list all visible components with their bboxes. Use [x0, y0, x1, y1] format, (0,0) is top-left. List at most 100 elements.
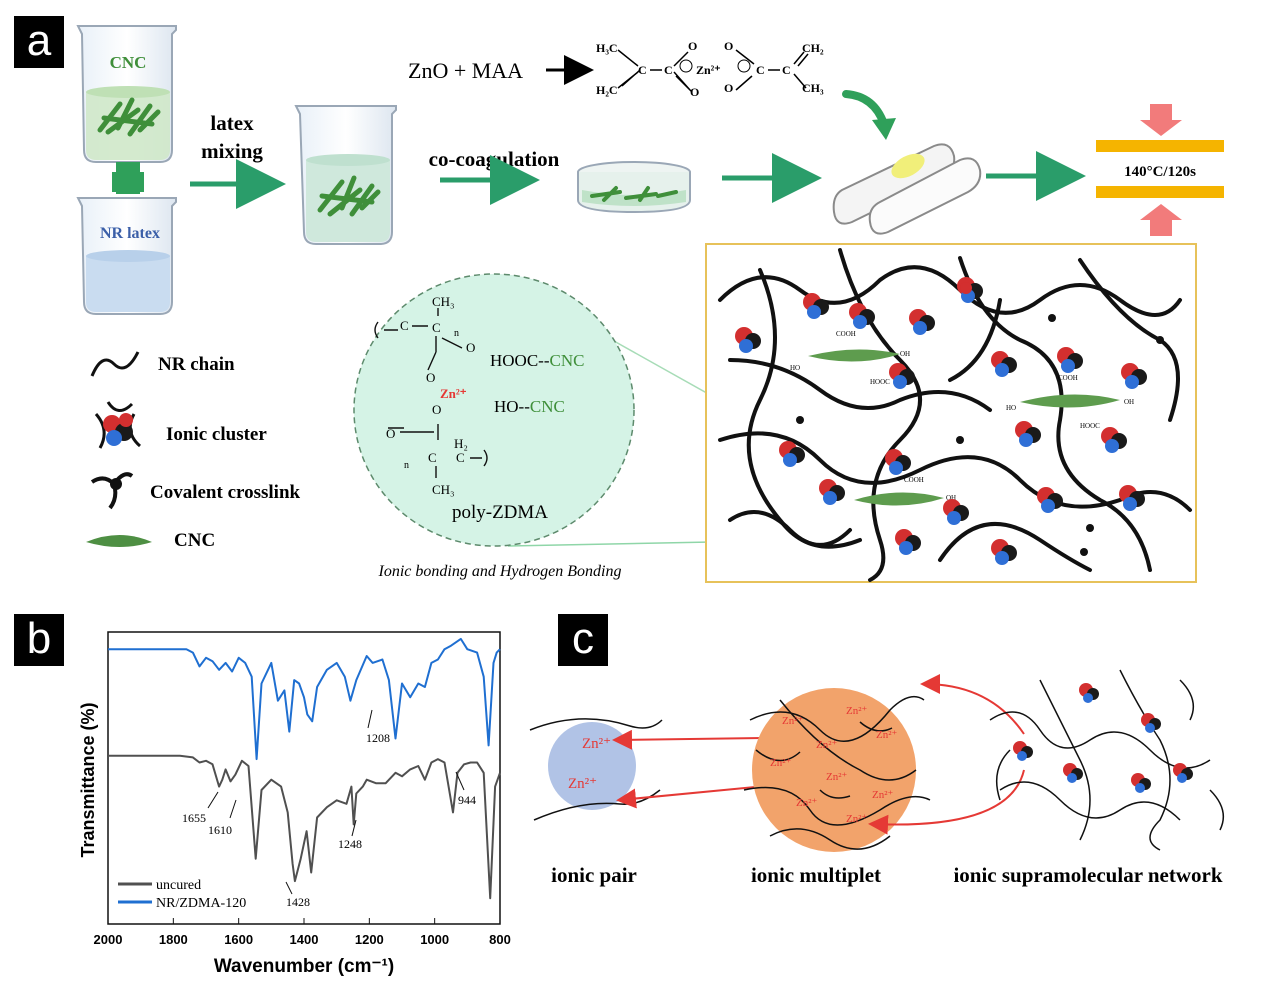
zdma-group-h3c: H₃C [596, 41, 618, 55]
annot-1428: 1428 [286, 895, 310, 909]
annot-1208: 1208 [366, 731, 390, 745]
legend-covalent-crosslink-icon [90, 472, 134, 510]
bubble-c-1: C [400, 318, 409, 333]
panel-c-figure: Zn²⁺ Zn²⁺ Zn²⁺ Zn²⁺ Zn²⁺ Zn²⁺ Zn²⁺ Zn²⁺ … [529, 669, 1225, 887]
multiplet-zn-6: Zn²⁺ [826, 771, 848, 783]
legend-uncured: uncured [156, 878, 201, 893]
zdma-group-h2c: H₂C [596, 83, 618, 97]
zdma-atom-o1: O [688, 39, 697, 53]
plot-frame [107, 631, 501, 925]
bubble-ch3-top: CH₃ [432, 294, 455, 309]
ionic-network [989, 669, 1225, 851]
zdma-atom-c2: C [664, 63, 673, 77]
beaker-mixed [294, 105, 397, 245]
legend-cnc: CNC [174, 530, 215, 551]
legend-zdma: NR/ZDMA-120 [156, 896, 246, 911]
multiplet-zn-2: Zn²⁺ [846, 705, 868, 717]
cure-condition: 140°C/120s [1124, 164, 1196, 180]
multiplet-zn-5: Zn²⁺ [770, 757, 792, 769]
arrow-curved-green-head [872, 118, 896, 140]
x-tick-label: 1600 [224, 932, 253, 947]
legend-nr-chain-icon [90, 351, 140, 377]
bubble-ho-cnc: CNC [530, 397, 565, 416]
panel-a-figure: CNC NR latex latex mixing co-coagulation… [76, 25, 1224, 583]
bubble-n-2: n [404, 460, 409, 471]
arrow-multiplet-to-pair-1 [612, 729, 767, 750]
series-line-nr-zdma-120 [108, 637, 501, 761]
bubble-o-2: O [426, 370, 435, 385]
zdma-zn: Zn²⁺ [696, 63, 721, 77]
network-cooh-3: COOH [904, 476, 924, 484]
zdma-group-ch3: CH₃ [802, 81, 824, 95]
x-tick-label: 1400 [290, 932, 319, 947]
label-ionic-pair: ionic pair [551, 863, 637, 887]
bubble-ch3-bottom: CH₃ [432, 482, 455, 497]
multiplet-zn-8: Zn²⁺ [846, 813, 868, 825]
zdma-group-ch2: CH₂ [802, 41, 824, 55]
legend-panel-a: NR chain Ionic cluster Covalent crosslin… [86, 351, 301, 551]
beaker-nr-label: NR latex [100, 225, 160, 242]
bubble-n-1: n [454, 328, 459, 339]
legend-covalent-crosslink: Covalent crosslink [150, 482, 301, 503]
arrow-network-to-multiplet-1 [920, 674, 1025, 735]
plus-icon [112, 162, 144, 194]
step-mixing-label: mixing [201, 139, 263, 163]
beaker-nr-latex: NR latex [76, 197, 177, 315]
panel-label-b: b [14, 614, 64, 666]
network-ionic-clusters [735, 277, 1147, 565]
network-ho-1: HO [790, 364, 800, 372]
ionic-pair-zn-1: Zn²⁺ [582, 736, 611, 752]
network-cooh-2: COOH [1058, 374, 1078, 382]
network-oh-1: OH [900, 350, 910, 358]
x-tick-label: 1000 [420, 932, 449, 947]
step-coag-label: co-coagulation [429, 147, 560, 171]
network-ho-2: HO [1006, 404, 1016, 412]
annot-944: 944 [458, 793, 476, 807]
bubble-hooc-prefix: HOOC-- [490, 351, 550, 370]
chart-legend: uncured NR/ZDMA-120 [118, 878, 246, 911]
reaction-lhs: ZnO + MAA [408, 58, 523, 83]
multiplet-zn-7: Zn²⁺ [796, 797, 818, 809]
y-axis-label: Transmittance (%) [78, 702, 98, 857]
x-tick-label: 800 [489, 932, 511, 947]
network-hooc-2: HOOC [1080, 422, 1100, 430]
bubble-poly-zdma: poly-ZDMA [452, 502, 548, 523]
bubble-caption: Ionic bonding and Hydrogen Bonding [378, 563, 622, 580]
zdma-atom-o3: O [724, 39, 733, 53]
bubble-o-1: O [466, 340, 475, 355]
multiplet-zn-9: Zn²⁺ [872, 789, 894, 801]
zdma-structure: H₃C H₂C CH₂ CH₃ C C C C O O O O Zn²⁺ [596, 39, 824, 99]
network-hooc-1: HOOC [870, 378, 890, 386]
ionic-pair: Zn²⁺ Zn²⁺ [529, 718, 663, 821]
legend-cnc-icon [86, 535, 152, 547]
series-line-uncured [108, 754, 501, 900]
zdma-atom-o2: O [690, 85, 699, 99]
petri-dish [577, 161, 691, 214]
bubble-ho-prefix: HO-- [494, 397, 530, 416]
multiplet-zn-1: Zn²⁺ [782, 715, 804, 727]
ionic-pair-zn-2: Zn²⁺ [568, 776, 597, 792]
zdma-atom-c3: C [756, 63, 765, 77]
bubble-hooc-cnc: CNC [550, 351, 585, 370]
annot-1248: 1248 [338, 837, 362, 851]
zdma-atom-c4: C [782, 63, 791, 77]
x-tick-label: 1800 [159, 932, 188, 947]
panel-label-c: c [558, 614, 608, 666]
zdma-atom-o4: O [724, 81, 733, 95]
bubble-c-4: C [456, 450, 465, 465]
bubble-hooc: HOOC--CNC [490, 351, 584, 370]
legend-ionic-cluster: Ionic cluster [166, 424, 267, 445]
multiplet-zn-3: Zn²⁺ [876, 729, 898, 741]
network-oh-3: OH [946, 494, 956, 502]
peak-annotations: 1655 1610 1428 1248 1208 944 [182, 709, 476, 909]
ionic-multiplet: Zn²⁺ Zn²⁺ Zn²⁺ Zn²⁺ Zn²⁺ Zn²⁺ Zn²⁺ Zn²⁺ … [743, 688, 931, 852]
network-cooh-1: COOH [836, 330, 856, 338]
network-crosslinks [796, 314, 1164, 556]
annot-1610: 1610 [208, 823, 232, 837]
two-roll-mill [832, 143, 982, 235]
bubble-c-2: C [432, 320, 441, 335]
bubble-ho: HO--CNC [494, 397, 565, 416]
hot-press: 140°C/120s [1096, 104, 1224, 236]
